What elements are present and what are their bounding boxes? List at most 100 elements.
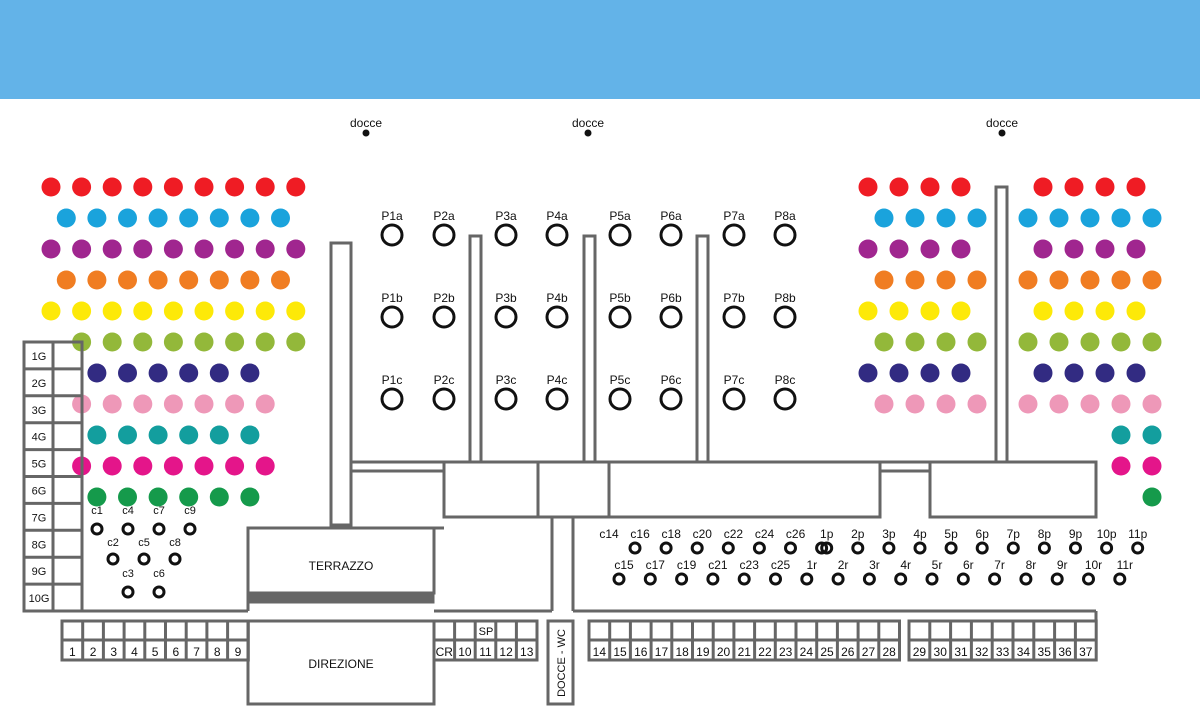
umbrella-spot[interactable] [194, 239, 214, 259]
umbrella-spot[interactable] [225, 177, 245, 197]
umbrella-spot[interactable] [163, 332, 183, 352]
locker-label[interactable]: 33 [996, 645, 1010, 659]
umbrella-spot[interactable] [905, 208, 925, 228]
umbrella-spot[interactable] [179, 270, 199, 290]
locker-label[interactable]: 26 [841, 645, 855, 659]
pavilion-icon[interactable] [659, 223, 683, 247]
locker-label[interactable]: 4 [131, 645, 138, 659]
umbrella-spot[interactable] [102, 301, 122, 321]
umbrella-spot[interactable] [920, 363, 940, 383]
umbrella-spot[interactable] [1080, 394, 1100, 414]
cabin-icon[interactable] [1037, 541, 1051, 555]
pavilion-icon[interactable] [773, 387, 797, 411]
umbrella-spot[interactable] [163, 177, 183, 197]
umbrella-spot[interactable] [118, 208, 137, 228]
umbrella-spot[interactable] [194, 301, 214, 321]
cabin-icon[interactable] [168, 552, 182, 566]
umbrella-spot[interactable] [1111, 394, 1131, 414]
umbrella-spot[interactable] [133, 239, 153, 259]
umbrella-spot[interactable] [967, 332, 987, 352]
locker-label[interactable]: CR [436, 645, 454, 659]
pavilion-icon[interactable] [659, 305, 683, 329]
pavilion-icon[interactable] [545, 223, 569, 247]
locker-label[interactable]: 19 [696, 645, 710, 659]
locker-label[interactable]: 6 [173, 645, 180, 659]
umbrella-spot[interactable] [133, 332, 153, 352]
pavilion-icon[interactable] [380, 223, 404, 247]
cabin-icon[interactable] [1082, 572, 1095, 586]
umbrella-spot[interactable] [1111, 270, 1131, 290]
cabin-icon[interactable] [894, 572, 908, 586]
umbrella-spot[interactable] [858, 301, 878, 321]
locker-label[interactable]: 28 [882, 645, 896, 659]
locker-label[interactable]: 32 [975, 645, 989, 659]
umbrella-spot[interactable] [1080, 332, 1100, 352]
locker-label[interactable]: 22 [758, 645, 772, 659]
cabin-icon[interactable] [643, 572, 657, 586]
umbrella-spot[interactable] [1033, 301, 1053, 321]
locker-label[interactable]: 17 [655, 645, 669, 659]
umbrella-spot[interactable] [41, 301, 61, 321]
umbrella-spot[interactable] [1111, 456, 1131, 476]
umbrella-spot[interactable] [133, 456, 153, 476]
pavilion-icon[interactable] [432, 305, 456, 329]
pavilion-icon[interactable] [722, 387, 746, 411]
umbrella-spot[interactable] [905, 332, 925, 352]
umbrella-spot[interactable] [102, 332, 122, 352]
umbrella-spot[interactable] [1095, 239, 1115, 259]
umbrella-spot[interactable] [209, 208, 229, 228]
umbrella-spot[interactable] [179, 208, 199, 228]
umbrella-spot[interactable] [1049, 270, 1069, 290]
umbrella-spot[interactable] [1111, 332, 1131, 352]
umbrella-spot[interactable] [1064, 363, 1084, 383]
pavilion-icon[interactable] [494, 305, 518, 329]
umbrella-spot[interactable] [179, 363, 199, 383]
umbrella-spot[interactable] [148, 487, 168, 507]
umbrella-spot[interactable] [967, 270, 987, 290]
cabin-icon[interactable] [183, 522, 197, 536]
umbrella-spot[interactable] [1142, 332, 1162, 352]
umbrella-spot[interactable] [225, 456, 245, 476]
umbrella-spot[interactable] [179, 425, 199, 445]
umbrella-spot[interactable] [1033, 177, 1053, 197]
umbrella-spot[interactable] [209, 487, 229, 507]
cabin-icon[interactable] [1113, 572, 1127, 586]
umbrella-spot[interactable] [163, 239, 183, 259]
cabin-icon[interactable] [737, 572, 751, 586]
umbrella-spot[interactable] [133, 177, 153, 197]
umbrella-spot[interactable] [1064, 177, 1084, 197]
locker-label[interactable]: 27 [862, 645, 876, 659]
umbrella-spot[interactable] [271, 270, 290, 290]
umbrella-spot[interactable] [905, 270, 925, 290]
umbrella-spot[interactable] [87, 270, 107, 290]
umbrella-spot[interactable] [194, 394, 214, 414]
cabin-icon[interactable] [815, 541, 829, 555]
umbrella-spot[interactable] [1142, 270, 1162, 290]
locker-label[interactable]: 5 [152, 645, 159, 659]
umbrella-spot[interactable] [1049, 394, 1069, 414]
umbrella-spot[interactable] [1018, 394, 1038, 414]
pavilion-icon[interactable] [773, 223, 797, 247]
cabin-icon[interactable] [1019, 572, 1033, 586]
umbrella-spot[interactable] [1095, 301, 1115, 321]
pavilion-icon[interactable] [432, 387, 456, 411]
cabin-icon[interactable] [988, 572, 1002, 586]
cabin-icon[interactable] [1100, 541, 1114, 555]
umbrella-spot[interactable] [1049, 208, 1069, 228]
cabin-icon[interactable] [1131, 541, 1145, 555]
umbrella-spot[interactable] [874, 332, 894, 352]
locker-label[interactable]: 18 [675, 645, 689, 659]
umbrella-spot[interactable] [874, 270, 894, 290]
umbrella-spot[interactable] [1126, 239, 1146, 259]
locker-label[interactable]: 36 [1058, 645, 1072, 659]
umbrella-spot[interactable] [72, 177, 92, 197]
locker-label[interactable]: 11 [479, 645, 492, 659]
umbrella-spot[interactable] [56, 270, 76, 290]
cabin-icon[interactable] [831, 572, 845, 586]
umbrella-spot[interactable] [1142, 425, 1162, 445]
umbrella-spot[interactable] [920, 239, 940, 259]
cabin-icon[interactable] [152, 585, 166, 599]
umbrella-spot[interactable] [148, 363, 168, 383]
umbrella-spot[interactable] [889, 301, 909, 321]
umbrella-spot[interactable] [240, 363, 260, 383]
